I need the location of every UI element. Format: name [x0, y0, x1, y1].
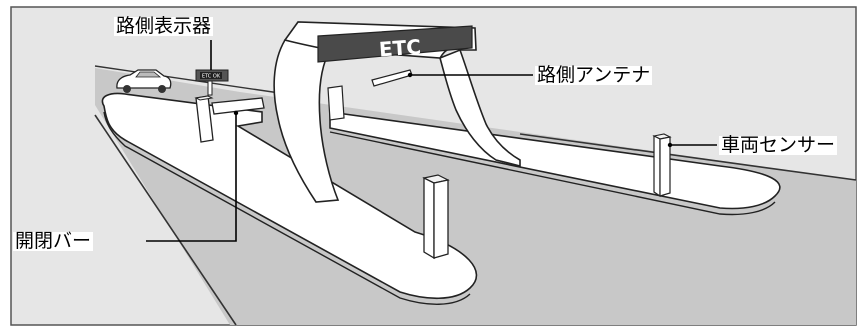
display-screen-text: ETC OK: [202, 74, 221, 80]
label-gate-bar: 開閉バー: [13, 230, 94, 252]
gantry-leg-right: [439, 48, 521, 168]
car-icon: [116, 69, 172, 93]
gate-bar: [211, 97, 265, 115]
leader-dot-sensor: [667, 142, 673, 148]
leader-lines: [146, 40, 717, 242]
road-edge-right: [519, 133, 857, 181]
island-post-front: [422, 174, 450, 260]
gantry-leg-left: [273, 39, 340, 203]
gantry-sign-panel: [317, 25, 473, 63]
label-vehicle-sensor: 車両センサー: [719, 134, 838, 156]
label-roadside-antenna: 路側アンテナ: [535, 64, 653, 86]
right-island-curb: [329, 131, 776, 216]
leader-gate-bar: [146, 113, 237, 242]
leader-dot-gate-bar: [233, 110, 239, 116]
left-island-curb: [103, 111, 471, 305]
gantry-sign-text: ETC: [378, 35, 422, 62]
booth-inner: [327, 85, 345, 121]
leader-dot-antenna: [407, 72, 413, 78]
booth-pillar-left: [194, 95, 214, 143]
roadside-display: ETC OK: [195, 69, 229, 96]
road-edge-left: [94, 114, 237, 326]
vehicle-sensor-post: [652, 133, 672, 198]
label-roadside-display: 路側表示器: [114, 15, 214, 37]
left-island: [101, 92, 478, 300]
